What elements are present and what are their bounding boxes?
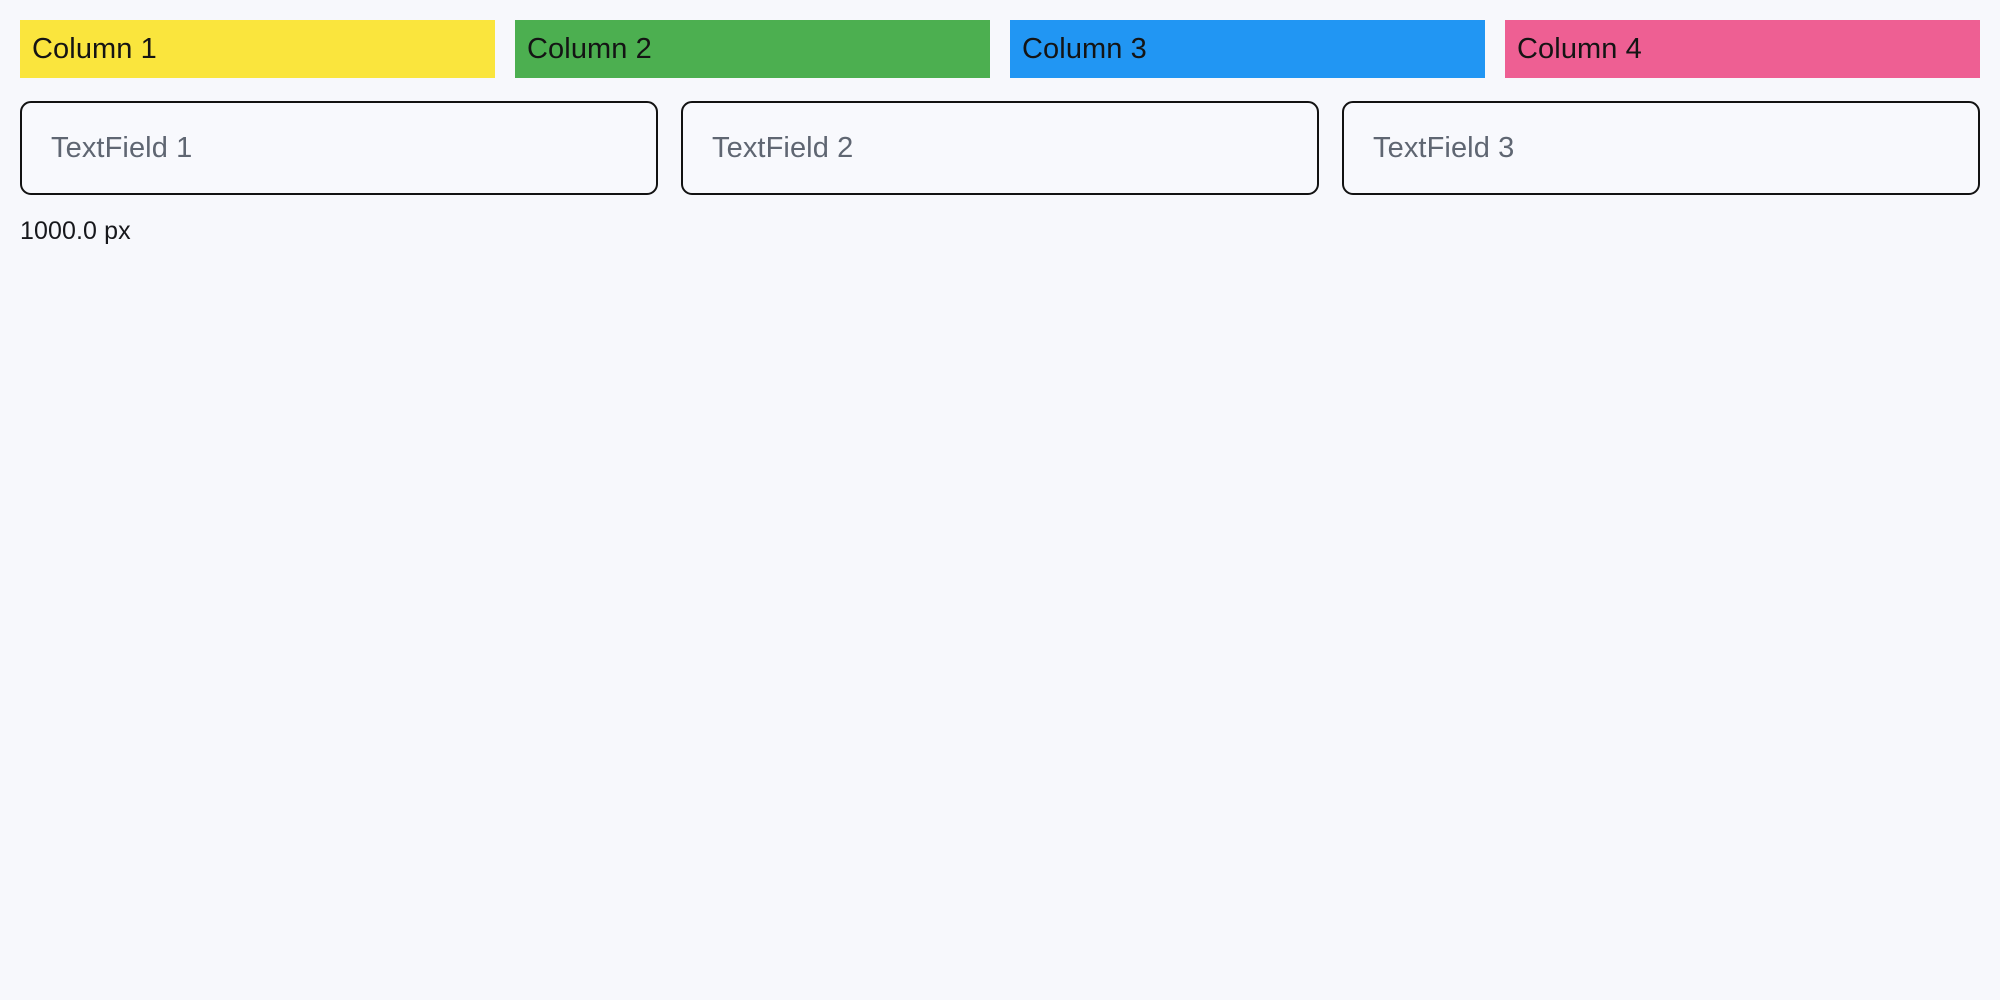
textfield-2-placeholder: TextField 2 [712,131,854,164]
measurement-label: 1000.0 px [20,217,131,245]
textfield-1-placeholder: TextField 1 [51,131,193,164]
column-header-row: Column 1 Column 2 Column 3 Column 4 [20,20,1980,78]
textfield-1[interactable]: TextField 1 [20,101,658,195]
textfield-2[interactable]: TextField 2 [681,101,1319,195]
textfield-row: TextField 1 TextField 2 TextField 3 [20,101,1980,195]
column-cell-2[interactable]: Column 2 [515,20,990,78]
column-cell-1[interactable]: Column 1 [20,20,495,78]
column-cell-3[interactable]: Column 3 [1010,20,1485,78]
textfield-3[interactable]: TextField 3 [1342,101,1980,195]
textfield-3-placeholder: TextField 3 [1373,131,1515,164]
column-label-2: Column 2 [527,32,652,65]
column-label-1: Column 1 [32,32,157,65]
column-label-4: Column 4 [1517,32,1642,65]
empty-canvas-area [0,260,2000,1000]
column-label-3: Column 3 [1022,32,1147,65]
column-cell-4[interactable]: Column 4 [1505,20,1980,78]
